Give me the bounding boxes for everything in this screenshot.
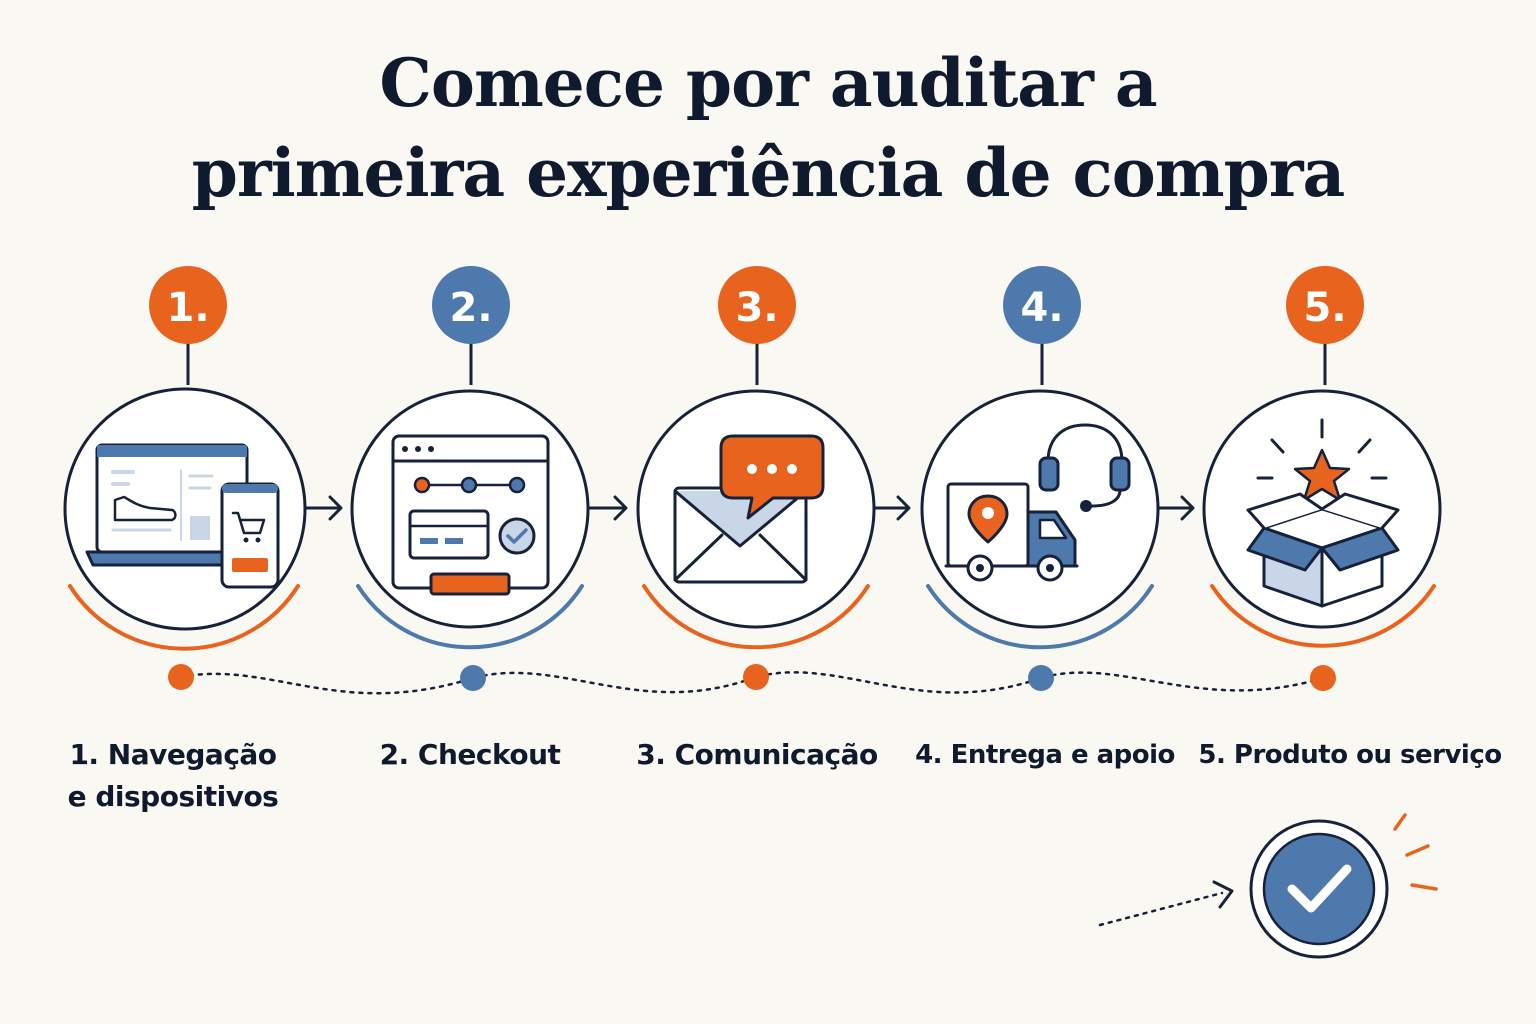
sparkle-lines-icon bbox=[1393, 813, 1438, 891]
step-label-line: 3. Comunicação bbox=[636, 738, 878, 771]
truck-headset-icon bbox=[944, 423, 1131, 582]
step-5: 5. bbox=[1202, 266, 1442, 691]
step-number-badge bbox=[149, 266, 227, 344]
step-4: 4. bbox=[920, 266, 1160, 691]
arrow-icon bbox=[871, 495, 911, 521]
step-label-1: 1. Navegação e dispositivos bbox=[13, 734, 333, 818]
step-label-line: 1. Navegação bbox=[69, 738, 277, 771]
title-line-2: primeira experiência de compra bbox=[191, 134, 1346, 212]
checkmark-circle-icon bbox=[1249, 819, 1389, 959]
step-2: 2. bbox=[350, 266, 590, 691]
step-number: 2. bbox=[449, 285, 492, 331]
accent-arc bbox=[68, 584, 300, 651]
journey-dot bbox=[1310, 665, 1336, 691]
step-label-line: 5. Produto ou serviço bbox=[1198, 740, 1502, 770]
step-number: 3. bbox=[735, 285, 778, 331]
page-title: Comece por auditar a primeira experiênci… bbox=[0, 38, 1536, 218]
step-label-5: 5. Produto ou serviço bbox=[1180, 734, 1520, 776]
arrow-icon bbox=[588, 495, 628, 521]
step-number-badge bbox=[432, 266, 510, 344]
step-3: 3. bbox=[636, 266, 876, 690]
checkout-window-icon bbox=[391, 434, 550, 596]
step-label-line: e dispositivos bbox=[67, 780, 279, 813]
dotted-journey-path bbox=[179, 671, 1325, 695]
accent-arc bbox=[642, 584, 870, 650]
laptop-phone-cart-icon bbox=[85, 443, 280, 589]
step-number-badge bbox=[1003, 266, 1081, 344]
step-number: 5. bbox=[1303, 285, 1346, 331]
step-number-badge bbox=[718, 266, 796, 344]
step-number: 4. bbox=[1020, 285, 1063, 331]
step-number-badge bbox=[1286, 266, 1364, 344]
accent-arc bbox=[926, 584, 1154, 650]
step-number: 1. bbox=[166, 285, 209, 331]
journey-dot bbox=[743, 664, 769, 690]
arrow-icon bbox=[303, 495, 343, 521]
arrow-icon bbox=[1155, 495, 1195, 521]
step-label-line: 2. Checkout bbox=[379, 738, 561, 771]
step-label-line: 4. Entrega e apoio bbox=[915, 740, 1175, 770]
journey-dot bbox=[460, 665, 486, 691]
title-line-1: Comece por auditar a bbox=[379, 44, 1157, 122]
journey-dot bbox=[1028, 665, 1054, 691]
arrow-head-icon bbox=[1212, 880, 1234, 909]
accent-arc bbox=[356, 584, 584, 650]
step-label-2: 2. Checkout bbox=[310, 734, 630, 776]
dotted-arrow-to-check bbox=[1098, 891, 1224, 927]
step-1: 1. bbox=[63, 266, 307, 690]
envelope-chat-icon bbox=[673, 434, 825, 584]
journey-dot bbox=[168, 664, 194, 690]
step-label-3: 3. Comunicação bbox=[597, 734, 917, 776]
box-star-icon bbox=[1246, 418, 1400, 608]
accent-arc bbox=[1210, 584, 1436, 648]
step-label-4: 4. Entrega e apoio bbox=[885, 734, 1205, 776]
